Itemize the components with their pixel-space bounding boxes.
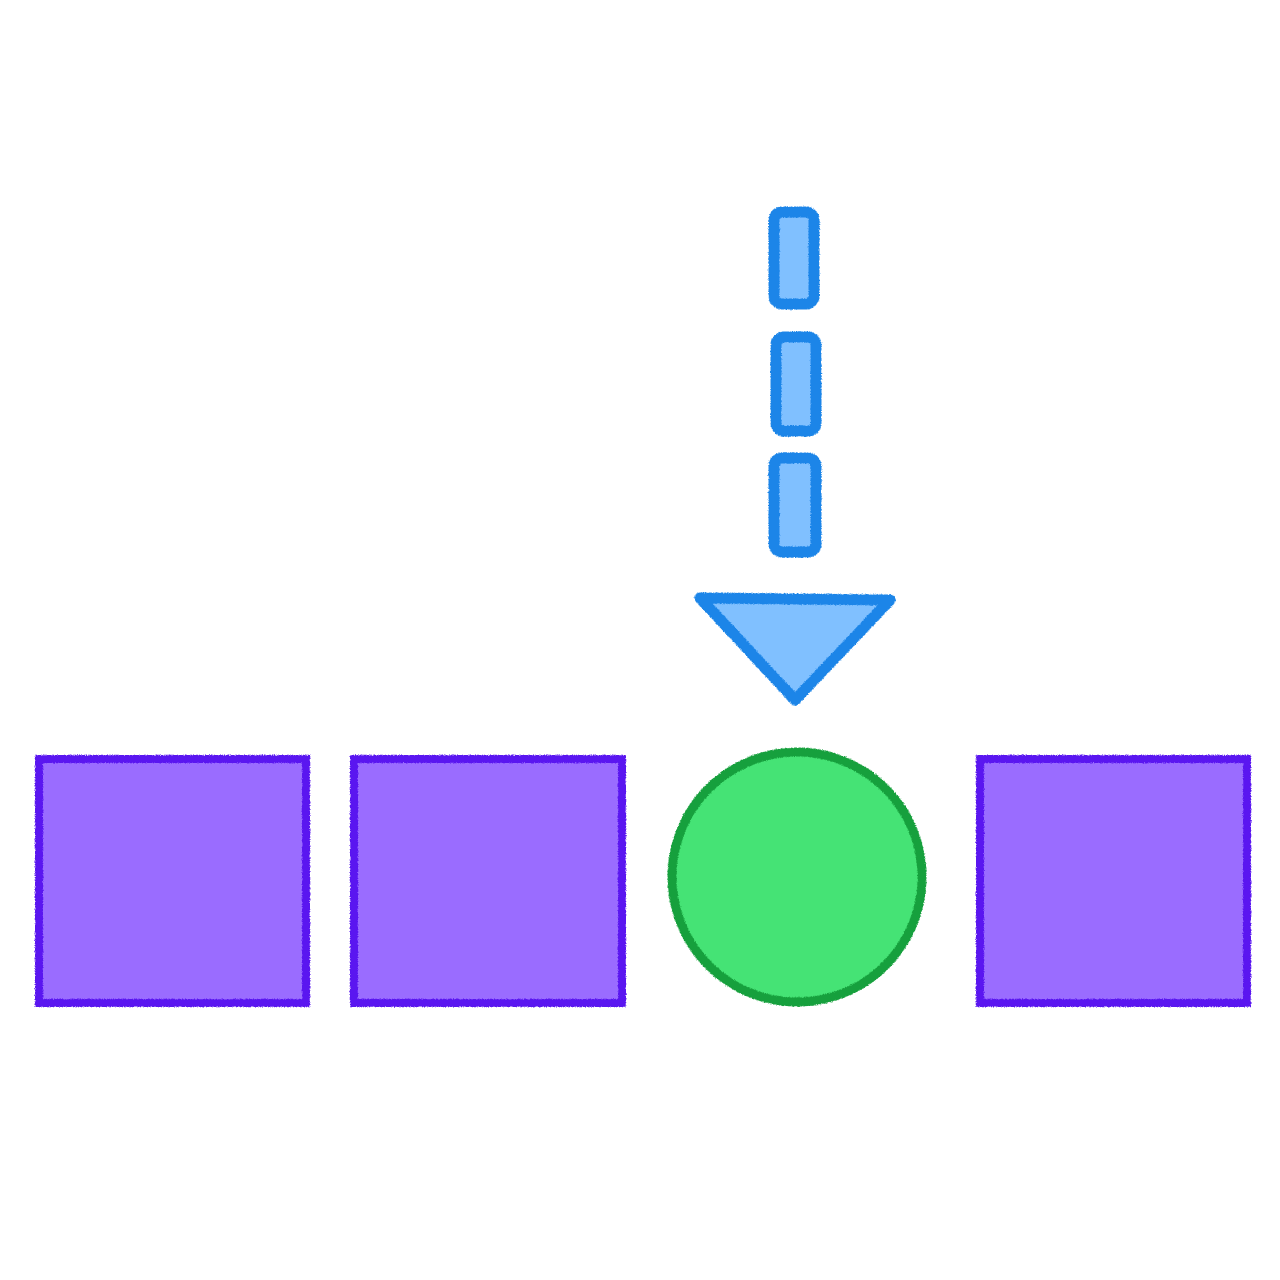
arrow-dash-2 — [770, 331, 822, 437]
square-shape-2 — [350, 755, 626, 1007]
arrow-dash-3 — [768, 452, 822, 558]
shape-row — [35, 747, 1251, 1007]
arrow-head — [694, 592, 896, 706]
square-shape-1 — [35, 755, 310, 1007]
circle-shape-highlighted — [667, 747, 927, 1007]
square-shape-3 — [976, 755, 1251, 1007]
arrow-dash-1 — [768, 206, 820, 310]
dashed-down-arrow-icon — [694, 206, 896, 706]
